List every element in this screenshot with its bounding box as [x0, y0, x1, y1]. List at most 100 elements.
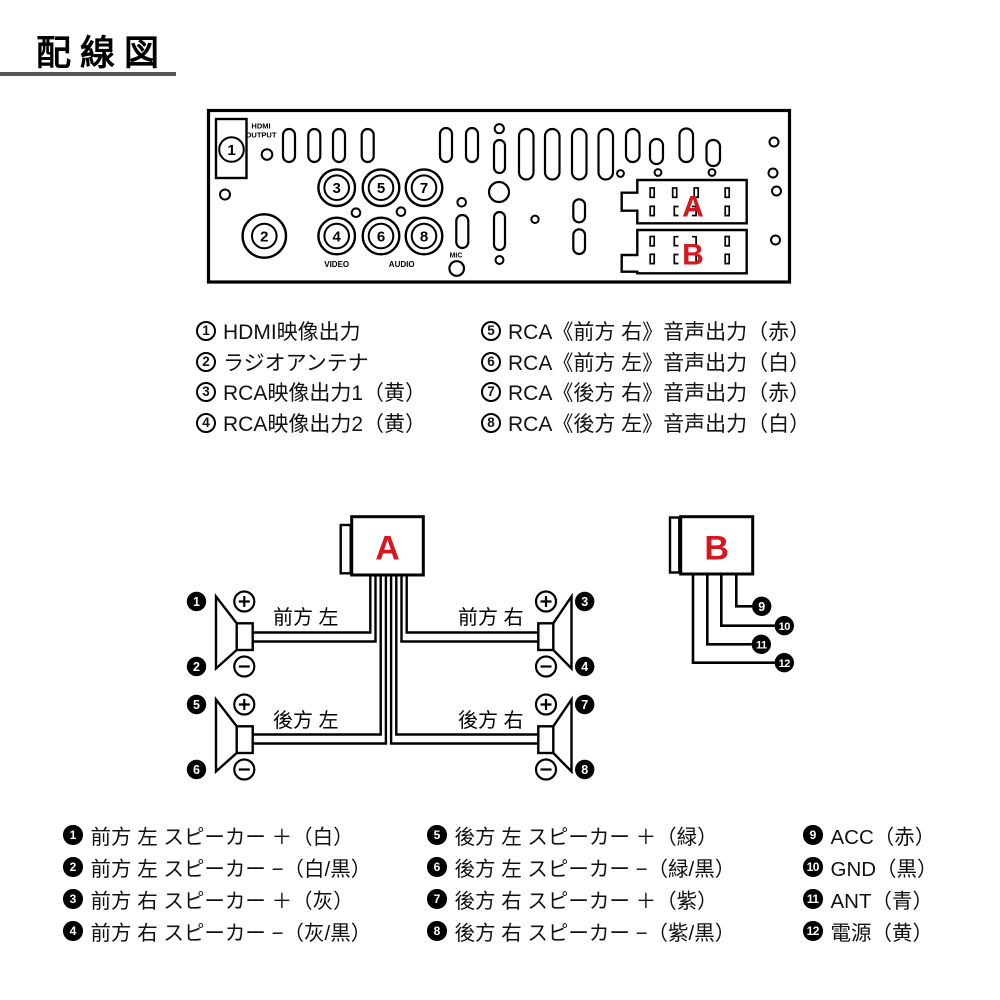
- legend-text: GND（黒）: [830, 858, 938, 881]
- rca-jack-8: 8: [404, 216, 444, 256]
- rear-panel-diagram: 1 HDMI OUTPUT: [206, 108, 792, 284]
- legend-text: RCA《前方 右》音声出力（赤）: [508, 320, 811, 344]
- wire-badge-11: 11: [756, 640, 767, 652]
- plus-terminal: [233, 693, 256, 716]
- speaker-front-right: [534, 590, 573, 678]
- connector-a-box: A: [339, 515, 425, 577]
- svg-text:HDMI: HDMI: [251, 122, 270, 131]
- legend-text: 前方 右 スピーカー −（灰/黒）: [90, 922, 372, 945]
- legend-text: 後方 右 スピーカー ＋（紫）: [454, 890, 718, 913]
- legend-text: 後方 左 スピーカー ＋（緑）: [454, 826, 718, 849]
- minus-terminal: [233, 758, 256, 781]
- minus-terminal: [233, 655, 256, 678]
- rca-jack-5: 5: [361, 168, 401, 208]
- legend-text: 電源（黄）: [830, 922, 934, 945]
- badge-number: 11: [803, 889, 823, 909]
- speaker-label-rear-left: 後方 左: [273, 709, 339, 732]
- page-title: 配線図: [36, 34, 169, 73]
- legend-text: RCA《後方 右》音声出力（赤）: [508, 382, 811, 406]
- circled-number: 1: [196, 320, 216, 341]
- legend-text: 後方 右 スピーカー −（紫/黒）: [454, 922, 736, 945]
- circled-number: 7: [481, 382, 501, 403]
- legend-text: RCA《前方 左》音声出力（白）: [508, 351, 811, 375]
- badge-number: 9: [803, 825, 823, 845]
- wire-badge-1: 1: [193, 595, 200, 609]
- power-wires: [691, 574, 775, 664]
- legend-row: 7 後方 右 スピーカー ＋（紫）: [427, 883, 735, 915]
- legend-text: 前方 左 スピーカー ＋（白）: [90, 826, 354, 849]
- badge-number: 3: [63, 889, 83, 909]
- wire-badge-4: 4: [581, 660, 588, 674]
- circled-number: 5: [481, 320, 501, 341]
- mic-label: MIC: [450, 253, 463, 260]
- legend-text: ANT（青）: [830, 890, 934, 913]
- svg-text:2: 2: [260, 229, 268, 246]
- rca-jack-4: 4: [317, 216, 357, 256]
- video-label: VIDEO: [324, 260, 349, 269]
- wire-badge-5: 5: [193, 698, 200, 712]
- wire-badge-10: 10: [779, 621, 791, 633]
- speaker-label-front-left: 前方 左: [273, 606, 339, 629]
- iso-connector-b: B: [620, 228, 748, 275]
- wire-badge-7: 7: [581, 698, 588, 712]
- svg-text:7: 7: [420, 180, 428, 197]
- plus-terminal: [534, 693, 558, 716]
- speaker-label-front-right: 前方 右: [458, 606, 524, 629]
- circled-number: 4: [196, 412, 216, 433]
- iso-connector-a: A: [620, 178, 748, 225]
- badge-number: 2: [63, 857, 83, 877]
- legend-row: 4 前方 右 スピーカー −（灰/黒）: [63, 915, 371, 947]
- svg-text:8: 8: [420, 229, 428, 246]
- badge-number: 1: [63, 825, 83, 845]
- wire-badge-2: 2: [193, 660, 200, 674]
- wire-badge-12: 12: [779, 658, 791, 670]
- wiring-diagram: A B: [186, 515, 794, 781]
- speaker-front-left: [214, 590, 256, 678]
- legend-row: 10 GND（黒）: [803, 851, 938, 883]
- legend-text: HDMI映像出力: [223, 320, 361, 344]
- connector-a-box-label: A: [375, 530, 400, 568]
- legend-text: ラジオアンテナ: [223, 351, 369, 375]
- wire-badge-6: 6: [193, 763, 200, 777]
- speaker-rear-right: [534, 693, 573, 781]
- legend-text: 前方 右 スピーカー ＋（灰）: [90, 890, 354, 913]
- plus-terminal: [233, 590, 256, 613]
- minus-terminal: [534, 655, 558, 678]
- svg-text:OUTPUT: OUTPUT: [246, 131, 277, 140]
- badge-number: 12: [803, 921, 823, 941]
- legend-row: 3 前方 右 スピーカー ＋（灰）: [63, 883, 371, 915]
- connector-b-label: B: [682, 239, 704, 272]
- legend-text: 後方 左 スピーカー −（緑/黒）: [454, 858, 736, 881]
- svg-text:6: 6: [377, 229, 385, 246]
- svg-text:3: 3: [333, 180, 341, 197]
- wire-badge-3: 3: [581, 595, 588, 609]
- circled-number: 8: [481, 412, 501, 433]
- legend-row: 12 電源（黄）: [803, 915, 938, 947]
- radio-antenna-jack: 2: [241, 213, 288, 259]
- badge-number: 4: [63, 921, 83, 941]
- legend-text: RCA映像出力1（黄）: [223, 382, 427, 406]
- badge-number: 10: [803, 857, 823, 877]
- badge-number: 7: [427, 889, 447, 909]
- badge-number: 5: [427, 825, 447, 845]
- svg-text:5: 5: [377, 180, 385, 197]
- title-underline: [0, 72, 176, 76]
- hdmi-output-label: HDMI OUTPUT: [246, 122, 277, 140]
- audio-label: AUDIO: [389, 260, 415, 269]
- jack-number-1: 1: [227, 142, 235, 159]
- connector-a-label: A: [682, 191, 704, 224]
- hdmi-port: 1: [214, 117, 248, 180]
- minus-terminal: [534, 758, 558, 781]
- rca-jack-6: 6: [361, 216, 401, 256]
